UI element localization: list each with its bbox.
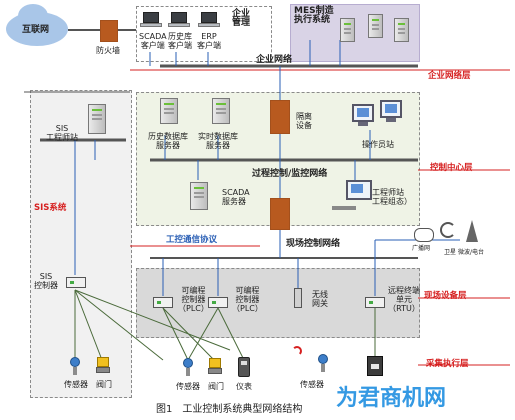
sensor-3-icon [318,354,328,372]
sis-system-label: SIS系统 [34,203,67,213]
sensor-2-icon [183,358,193,376]
satellite-label: 卫星 [444,249,457,256]
engineer-station-icon [346,180,372,200]
valve-1-icon [96,357,110,375]
scada-server-icon [190,182,208,210]
wireless-gateway-icon [294,288,302,308]
operator-station-2-icon [380,100,402,118]
enterprise-mgmt-label: 企业 管理 [232,9,251,28]
erp-client-label: ERP 客户端 [197,32,221,50]
scada-client-icon [140,12,162,28]
contactor-icon [367,356,383,376]
protocol-label: 工控通信协议 [166,235,218,245]
sensor-1-label: 传感器 [64,380,88,389]
erp-client-icon [198,12,220,28]
engineer-station-keyboard [332,206,356,210]
wireless-gateway-label: 无线 网关 [312,290,328,308]
sensor-1-icon [70,357,80,375]
microwave-tower-icon [466,220,478,242]
engineer-station-label: 工程师站 工程组态） [372,188,412,206]
isolation-device-label: 隔离 设备 [296,112,312,130]
rtu-label: 远程终端 单元 （RTU） [388,286,420,313]
watermark: 为君商机网 [336,386,447,411]
plc-2-icon [208,297,228,308]
mes-server-1-icon [340,18,355,42]
sensor-3-label: 传感器 [300,380,324,389]
sis-engineer-station-label: SIS 工程师站 [46,124,78,142]
enterprise-layer-label: 企业网络层 [428,71,471,81]
internet-firewall-label: 防火墙 [96,46,120,55]
enterprise-network-label: 企业网络 [256,55,293,65]
valve-2-label: 阀门 [208,382,224,391]
scada-client-label: SCADA 客户端 [139,32,167,50]
realtime-db-server-label: 实时数据库 服务器 [198,132,238,150]
broadcast-icon [414,228,434,242]
internet-label: 互联网 [22,25,50,35]
broadcast-label: 广播网 [412,245,431,252]
wireless-signal-icon [292,346,302,356]
operator-station-1-base [358,122,368,126]
rtu-icon [365,297,385,308]
sis-controller-label: SIS 控制器 [34,272,58,290]
mes-server-2-icon [368,14,383,38]
plc-1-label: 可编程 控制器 （PLC） [178,286,209,313]
internet-cloud-puff [18,4,48,28]
history-client-icon [168,12,190,28]
history-db-server-icon [160,98,178,124]
field-firewall-icon [270,198,290,230]
enterprise-mgmt-zone [136,6,272,62]
process-network-label: 过程控制/监控网络 [252,169,328,179]
field-layer-label: 现场设备层 [424,291,467,301]
realtime-db-server-icon [212,98,230,124]
mes-label: MES制造 执行系统 [294,6,334,25]
operator-station-1-icon [352,104,374,122]
satellite-dish-icon [440,222,456,238]
sis-engineer-station-icon [88,104,106,134]
meter-label: 仪表 [236,382,252,391]
mes-server-3-icon [394,18,409,42]
operator-station-2-base [386,118,396,122]
valve-1-label: 阀门 [96,380,112,389]
sensor-2-label: 传感器 [176,382,200,391]
microwave-label: 微波/电台 [458,249,485,256]
plc-2-label: 可编程 控制器 （PLC） [232,286,263,313]
history-db-server-label: 历史数据库 服务器 [148,132,188,150]
field-network-label: 现场控制网络 [286,239,341,249]
valve-2-icon [208,358,222,376]
scada-server-label: SCADA 服务器 [222,188,250,206]
control-center-layer-label: 控制中心层 [430,163,473,173]
figure-caption: 图1 工业控制系统典型网络结构 [156,404,303,415]
internet-firewall-icon [100,20,118,42]
execution-layer-label: 采集执行层 [426,359,469,369]
operator-station-label: 操作员站 [362,140,394,149]
isolation-device-icon [270,100,290,134]
meter-icon [238,357,250,377]
history-client-label: 历史库 客户端 [168,32,192,50]
plc-1-icon [153,297,173,308]
sis-controller-icon [66,277,86,288]
